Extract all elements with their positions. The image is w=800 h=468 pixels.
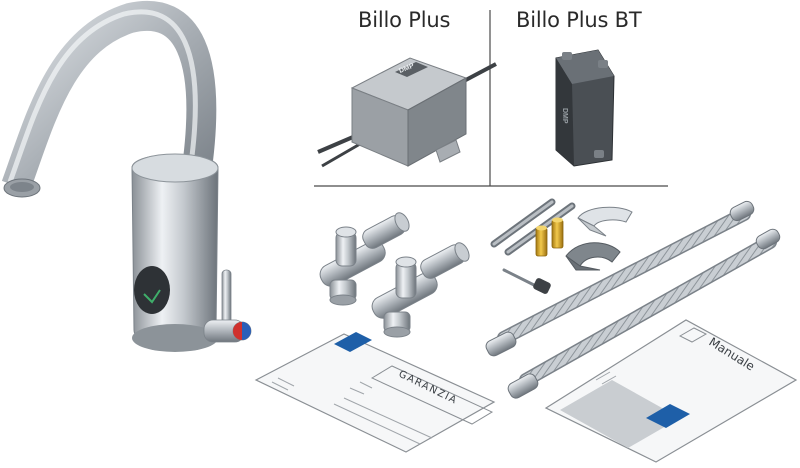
angle-valve-right bbox=[371, 242, 470, 338]
braided-hose-lower bbox=[507, 228, 781, 399]
warranty-brand-logo: DMP bbox=[445, 276, 464, 288]
billo-plus-bt-heading: Billo Plus BT bbox=[516, 8, 642, 32]
manual-brand-logo: DMP bbox=[766, 340, 786, 353]
billo-plus-bt-module: DMP bbox=[555, 49, 615, 167]
billo-plus-transformer-box: DMP bbox=[317, 57, 497, 168]
billo-plus-heading: Billo Plus bbox=[358, 8, 451, 32]
braided-hose-upper bbox=[485, 200, 755, 357]
instruction-manual: Manuale DMP bbox=[544, 319, 798, 463]
angle-valve-left bbox=[319, 212, 410, 306]
brass-nuts bbox=[535, 217, 564, 257]
fixing-plate-upper bbox=[577, 206, 633, 237]
fixing-plate-lower bbox=[565, 242, 621, 271]
sensor-window bbox=[134, 266, 170, 314]
sensor-faucet bbox=[1, 1, 252, 352]
bt-module-brand-mark: DMP bbox=[561, 108, 568, 124]
filter-pin bbox=[502, 268, 551, 294]
